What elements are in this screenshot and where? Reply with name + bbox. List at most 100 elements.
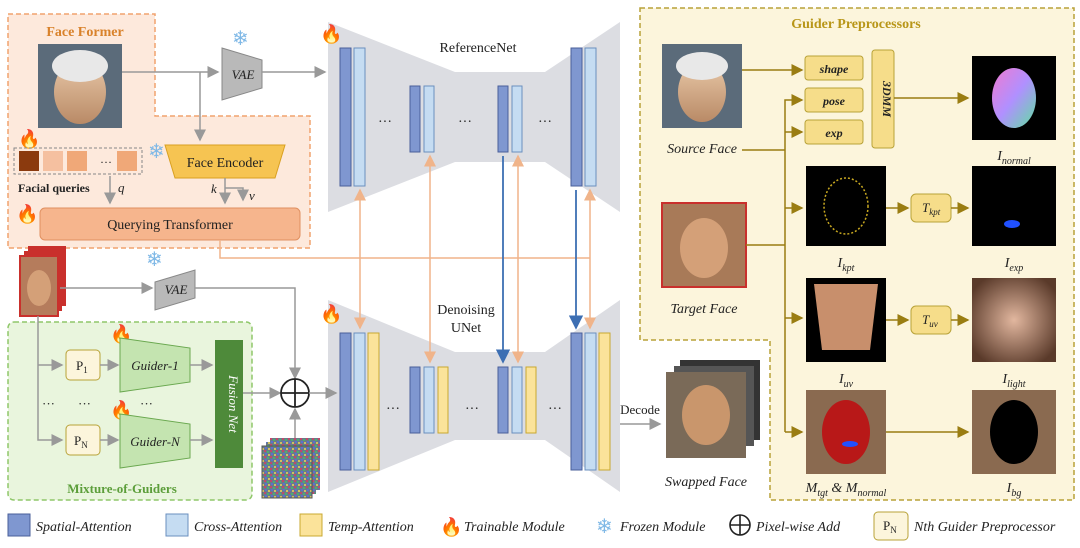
svg-text:Ikpt: Ikpt: [837, 256, 855, 274]
i-normal-main: I: [996, 149, 1003, 164]
querying-transformer-label: Querying Transformer: [107, 218, 233, 233]
snowflake-icon: ❄: [232, 28, 249, 50]
svg-text:P1: P1: [76, 358, 88, 375]
3dmm-box: [871, 49, 895, 149]
reference-net-title: ReferenceNet: [440, 41, 517, 56]
facial-queries-label: Facial queries: [18, 181, 90, 195]
reference-net-body: [328, 22, 620, 212]
face-former-title: Face Former: [46, 25, 123, 40]
temp-attention-block: [437, 366, 449, 434]
legend-trainable: Trainable Module: [464, 520, 565, 535]
cross-attention-block: [423, 85, 435, 153]
dots: ···: [458, 115, 472, 130]
source-face-label: Source Face: [667, 142, 737, 157]
i-light-image: [972, 278, 1056, 362]
spatial-attention-block: [339, 332, 352, 471]
legend-cross: Cross-Attention: [194, 520, 282, 535]
i-light-sub: light: [1007, 379, 1026, 390]
svg-text:PN: PN: [74, 433, 88, 450]
svg-text:Iuv: Iuv: [838, 372, 854, 390]
facial-queries-box: [13, 147, 143, 175]
mog-vae-label: VAE: [165, 282, 188, 297]
target-face-label: Target Face: [670, 302, 737, 317]
i-exp-main: I: [1004, 256, 1011, 271]
query-token: [117, 151, 137, 171]
cross-attention-block: [584, 332, 597, 471]
query-token: [67, 151, 87, 171]
cross-attention-block: [511, 85, 523, 153]
cross-attention-block: [584, 47, 597, 187]
i-exp-image: [972, 166, 1056, 246]
p1-main: P: [76, 358, 83, 373]
legend-pn-box: [873, 511, 909, 541]
t-uv-sub: uv: [929, 319, 938, 329]
svg-text:Ibg: Ibg: [1006, 481, 1022, 499]
query-token: [43, 151, 63, 171]
mask-face: [822, 400, 870, 464]
fusion-net: [215, 340, 243, 468]
arrow: [195, 287, 301, 380]
arrow: [37, 316, 64, 446]
i-light-main: I: [1001, 372, 1008, 387]
guider-preprocessors-panel: Guider Preprocessors Source Face Target …: [639, 7, 1075, 501]
t-uv-main: T: [922, 312, 930, 327]
fusion-net-label: Fusion Net: [226, 374, 241, 433]
temp-attention-block: [525, 366, 537, 434]
p1-sub: 1: [83, 365, 88, 375]
spatial-attention-block: [570, 332, 583, 471]
guider-1: [119, 337, 191, 393]
legend-spatial: Spatial-Attention: [36, 520, 132, 535]
flame-icon: 🔥: [440, 516, 462, 537]
svg-text:PN: PN: [883, 518, 897, 535]
m-normal-sub: normal: [857, 488, 886, 499]
gp-source-face-image: [662, 44, 742, 128]
exp-label: exp: [825, 126, 842, 140]
face-encoder-label: Face Encoder: [187, 156, 264, 171]
gp-target-face-image: [661, 202, 747, 288]
k-label: k: [211, 181, 217, 196]
mog-title: Mixture-of-Guiders: [67, 481, 177, 496]
source-face-image: [38, 44, 122, 128]
spatial-attention-block: [339, 47, 352, 187]
spatial-attention-block: [409, 85, 421, 153]
dots: ···: [538, 115, 552, 130]
i-bg-main: I: [1006, 481, 1013, 496]
i-kpt-main: I: [837, 256, 844, 271]
legend-temp: Temp-Attention: [328, 520, 414, 535]
legend-cross-swatch: [165, 513, 189, 537]
flame-icon: 🔥: [320, 23, 342, 44]
svg-text:Mtgt & Mnormal: Mtgt & Mnormal: [805, 481, 887, 499]
guider-preprocessors-title: Guider Preprocessors: [791, 17, 921, 32]
3dmm-label: 3DMM: [880, 80, 894, 117]
svg-text:Tkpt: Tkpt: [922, 200, 941, 217]
cross-attention-block: [511, 366, 523, 434]
exp-mouth: [1004, 220, 1020, 228]
swapped-face-label: Swapped Face: [665, 475, 747, 490]
uv-texture: [814, 284, 878, 350]
arrow: [225, 187, 249, 202]
shape-box: [804, 55, 864, 81]
dots: ···: [465, 402, 479, 417]
keypoints: [823, 177, 869, 235]
legend-pixel-add: Pixel-wise Add: [755, 520, 841, 535]
guider-n: [119, 413, 191, 469]
dots: ···: [140, 396, 153, 411]
flame-icon: 🔥: [18, 128, 40, 149]
flame-icon: 🔥: [320, 303, 342, 324]
legend-frozen: Frozen Module: [619, 520, 705, 535]
t-kpt-sub: kpt: [929, 207, 940, 217]
guider-n-label: Guider-N: [130, 434, 181, 449]
dots: ···: [386, 402, 400, 417]
m-tgt-sub: tgt: [817, 488, 828, 499]
face-former-vae: [221, 47, 263, 101]
m-and: & M: [828, 481, 859, 496]
snowflake-icon: ❄: [596, 516, 613, 538]
pixel-add-icon: [729, 514, 751, 536]
svg-text:Ilight: Ilight: [1001, 372, 1025, 390]
legend-pn-sub: N: [890, 525, 897, 535]
svg-text:Tuv: Tuv: [922, 312, 938, 329]
target-frames: [19, 246, 66, 317]
denoising-unet-title-2: UNet: [451, 321, 481, 336]
pixel-add-icon: [280, 378, 310, 408]
shape-label: shape: [819, 62, 849, 76]
